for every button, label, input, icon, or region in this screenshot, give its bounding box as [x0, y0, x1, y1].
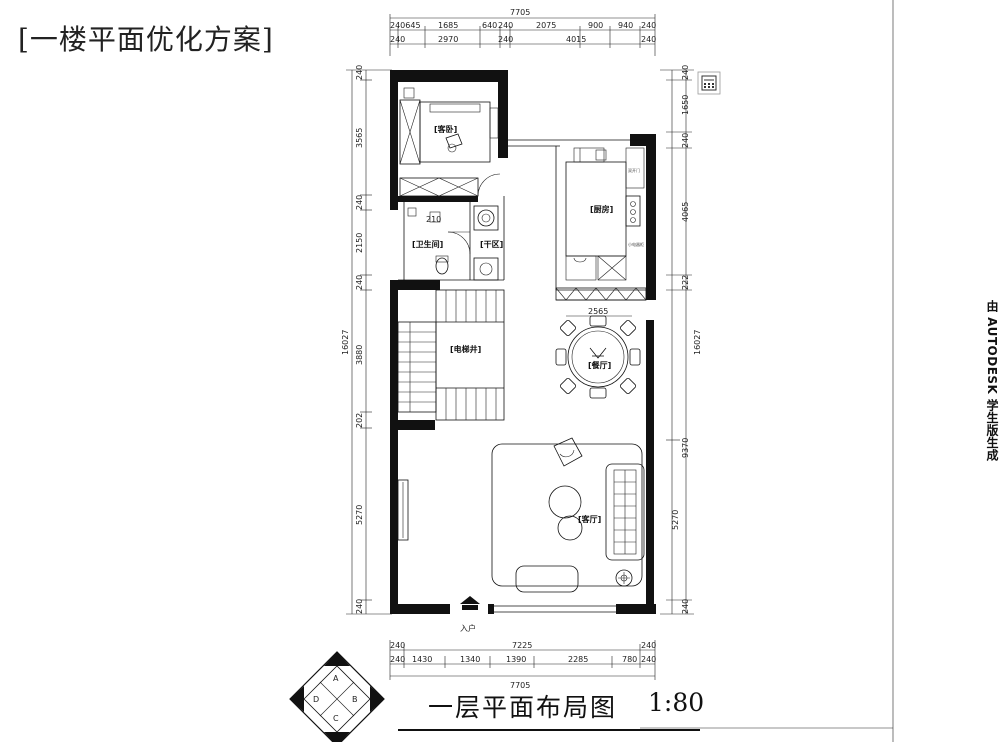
dim-bottom-total: 7705 — [510, 681, 530, 690]
dining-area: 2565 [餐厅] — [555, 307, 641, 399]
dim-label: 4065 — [681, 202, 690, 222]
label-guest-room: [客卧] — [434, 124, 457, 134]
dim-label: 240 — [390, 641, 405, 650]
label-entrance: 入户 — [460, 623, 476, 633]
label-elevator: [电梯井] — [450, 344, 481, 354]
dim-bath: 210 — [426, 215, 441, 224]
dim-label: 240 — [681, 65, 690, 80]
label-appliance-cabinet: 小电器柜 — [628, 241, 644, 247]
dim-label: 240 — [681, 599, 690, 614]
dim-label: 240 — [355, 195, 364, 210]
dim-label: 1390 — [506, 655, 526, 664]
dim-label: 900 — [588, 21, 603, 30]
dim-label: 7225 — [512, 641, 532, 650]
dim-label: 240 — [498, 21, 513, 30]
bathroom: 210 [卫生间] [干区] — [407, 205, 503, 281]
label-fridge: 双开门 — [628, 167, 640, 173]
dim-table: 2565 — [588, 307, 608, 316]
top-dimensions: 7705 240645 1685 640 240 2075 900 940 24… — [389, 8, 656, 56]
dim-label: 3565 — [355, 128, 364, 148]
dim-label: 1650 — [681, 95, 690, 115]
label-living: [客厅] — [578, 514, 601, 524]
compass-b: B — [352, 695, 358, 704]
compass-d: D — [313, 695, 319, 704]
walls — [390, 70, 656, 614]
dim-label: 240645 — [390, 21, 421, 30]
dim-label: 5270 — [355, 505, 364, 525]
dim-label: 240 — [641, 641, 656, 650]
dim-label: 240 — [390, 655, 405, 664]
calculator-icon[interactable] — [697, 71, 721, 95]
dim-label: 240 — [355, 275, 364, 290]
dim-label: 2150 — [355, 233, 364, 253]
dim-label: 1340 — [460, 655, 480, 664]
dim-label: 202 — [355, 413, 364, 428]
dim-label: 2285 — [568, 655, 588, 664]
dim-label: 240 — [641, 35, 656, 44]
guest-room: [客卧] — [399, 87, 501, 197]
label-dry-area: [干区] — [480, 240, 503, 249]
dim-label: 5270 — [671, 510, 680, 530]
compass-a: A — [333, 674, 339, 683]
right-dimensions: 16027 240 1650 240 4065 222 9370 5270 24… — [660, 65, 702, 615]
elevator-stairs: [电梯井] — [397, 289, 505, 421]
dim-label: 240 — [498, 35, 513, 44]
living-room: [客厅] — [397, 437, 645, 593]
dim-label: 1685 — [438, 21, 458, 30]
dim-label: 2075 — [536, 21, 556, 30]
plan-scale: 1:80 — [648, 688, 705, 717]
dim-label: 240 — [641, 655, 656, 664]
dim-top-total: 7705 — [510, 8, 530, 17]
dim-label: 3880 — [355, 345, 364, 365]
page-title: [一楼平面优化方案] — [18, 23, 274, 56]
left-dimensions: 16027 240 3565 240 2150 240 3880 202 527… — [341, 65, 392, 615]
bottom-dimensions: 240 7225 240 240 1430 1340 1390 2285 780… — [389, 640, 656, 690]
dim-label: 240 — [641, 21, 656, 30]
compass-icon: A B C D — [289, 651, 385, 742]
dim-label: 2970 — [438, 35, 458, 44]
kitchen: 双开门 小电器柜 [厨房] — [555, 147, 647, 301]
dim-label: 4015 — [566, 35, 586, 44]
watermark: 由 AUTODESK 学生版生成 — [985, 300, 999, 462]
entrance: 入户 — [460, 596, 480, 633]
compass-c: C — [333, 714, 339, 723]
dim-label: 240 — [390, 35, 405, 44]
label-dining: [餐厅] — [588, 360, 611, 370]
label-kitchen: [厨房] — [590, 204, 613, 214]
dim-label: 240 — [355, 599, 364, 614]
dim-label: 240 — [681, 133, 690, 148]
label-bathroom: [卫生间] — [412, 239, 443, 249]
dim-label: 9370 — [681, 438, 690, 458]
plan-title: 一层平面布局图 — [428, 693, 618, 722]
dim-left-total: 16027 — [341, 330, 350, 355]
dim-label: 240 — [355, 65, 364, 80]
dim-right-total: 16027 — [693, 330, 702, 355]
dim-label: 640 — [482, 21, 497, 30]
dim-label: 780 — [622, 655, 637, 664]
dim-label: 940 — [618, 21, 633, 30]
dim-label: 1430 — [412, 655, 432, 664]
dim-label: 222 — [681, 275, 690, 290]
